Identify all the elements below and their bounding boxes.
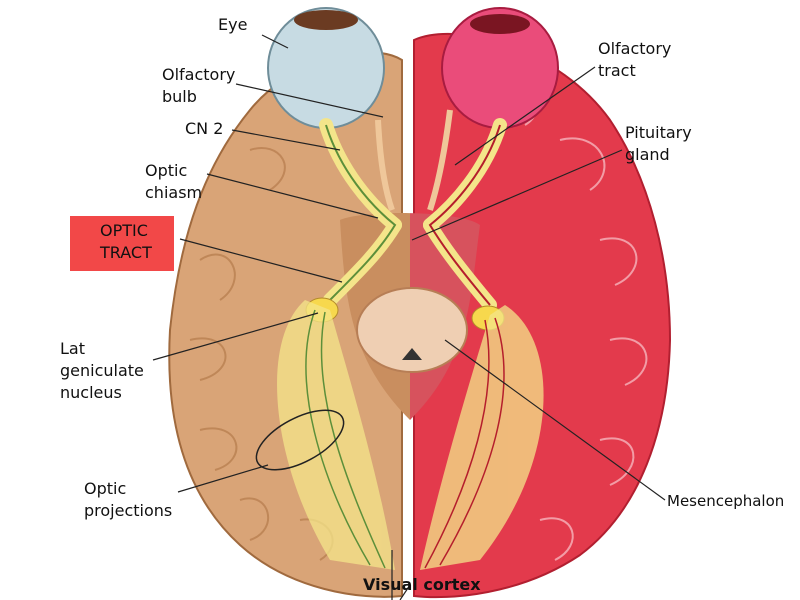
left-eye (267, 7, 385, 129)
label-optic-chiasm: Optic chiasm (145, 161, 203, 202)
label-optic-projections: Optic projections (84, 479, 173, 520)
label-lat-geniculate: Lat geniculate nucleus (60, 339, 144, 402)
label-cn2: CN 2 (185, 119, 224, 138)
label-eye: Eye (218, 15, 248, 34)
olfactory-tracts (375, 109, 453, 211)
left-gyri (189, 147, 334, 561)
optic-projections-outline (255, 409, 345, 471)
label-olfactory-bulb: Olfactory bulb (162, 65, 236, 106)
label-visual-cortex: Visual cortex (363, 575, 481, 594)
optic-tract-highlight (70, 216, 174, 271)
mesencephalon-section (356, 287, 468, 373)
label-optic-tract: OPTIC TRACT (100, 221, 152, 262)
right-eye (441, 7, 559, 129)
leader-lines (152, 34, 666, 600)
label-mesencephalon: Mesencephalon (667, 492, 785, 510)
label-pituitary-gland: Pituitary gland (625, 123, 692, 164)
label-olfactory-tract: Olfactory tract (598, 39, 672, 80)
